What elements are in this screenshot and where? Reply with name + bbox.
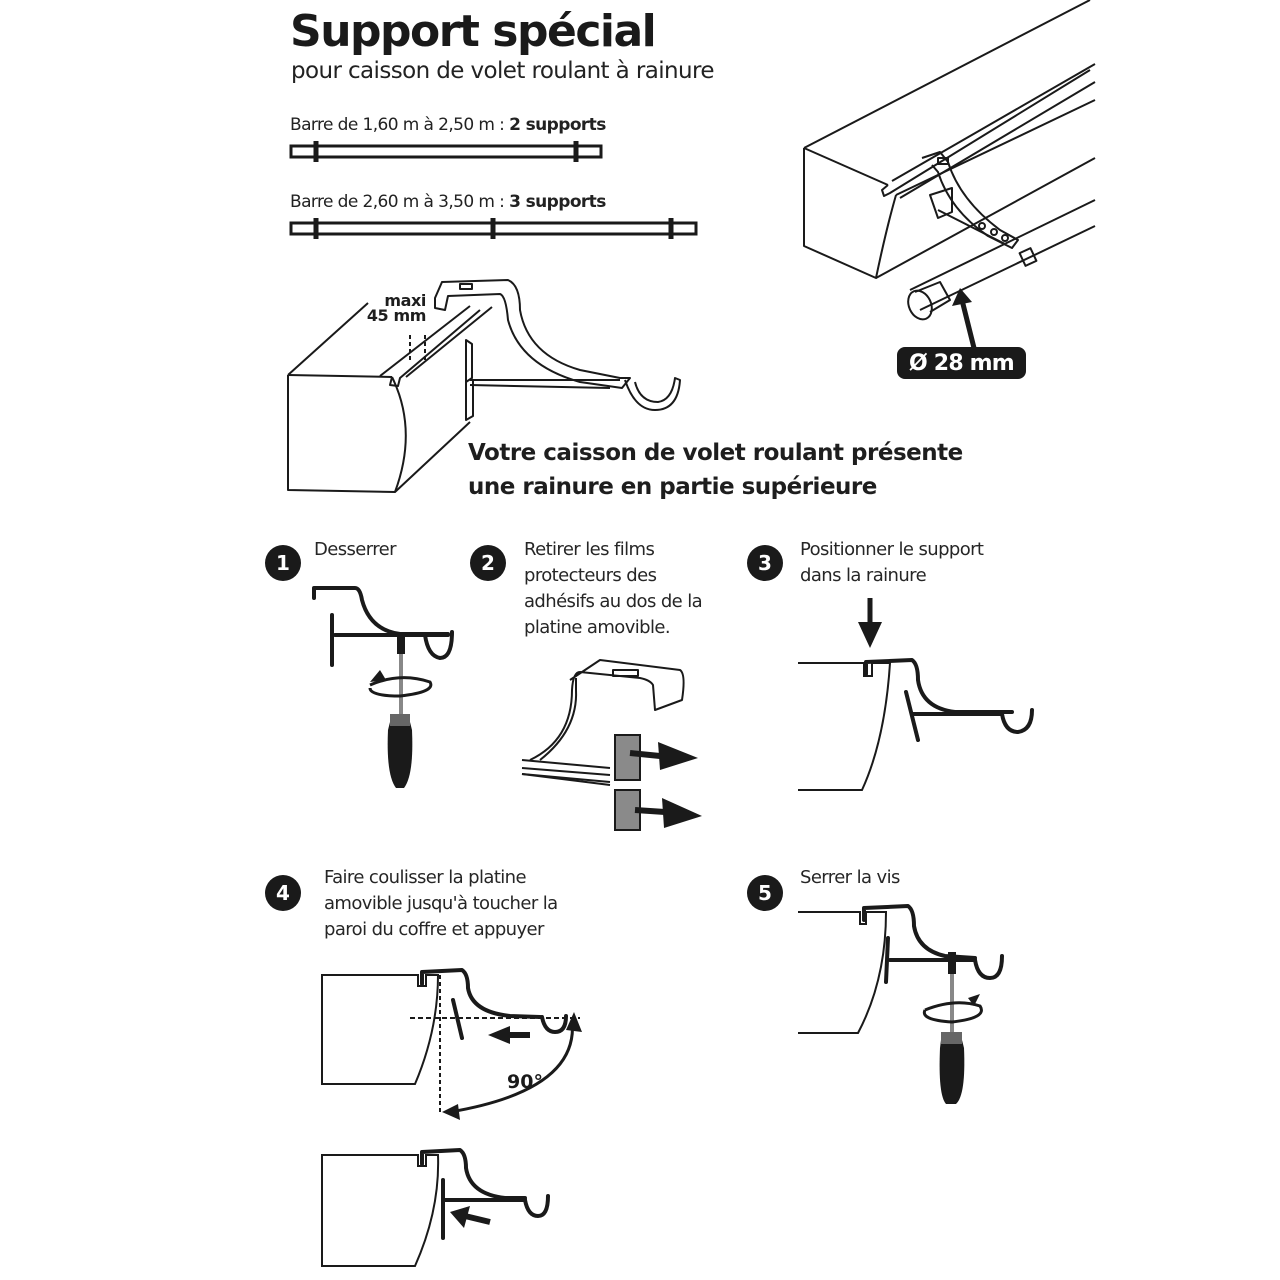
step-2-remove-film-icon [521, 659, 702, 831]
step-4-line-2: amovible jusqu'à toucher la [324, 893, 558, 914]
step-5-tighten-screwdriver-icon [798, 904, 1004, 1104]
step-4-text: Faire coulisser la platine amovible jusq… [324, 865, 558, 943]
step-1-badge: 1 [265, 545, 301, 581]
step-4-result-icon [321, 1148, 550, 1267]
step-2-text: Retirer les films protecteurs des adhési… [524, 537, 703, 641]
bar-rule-1-label: Barre de 1,60 m à 2,50 m : 2 supports [290, 115, 606, 135]
bar-rule-2-label: Barre de 2,60 m à 3,50 m : 3 supports [290, 192, 606, 212]
bar-rule-2-range: Barre de 2,60 m à 3,50 m : [290, 192, 510, 212]
step-1-line-1: Desserrer [314, 539, 397, 560]
bar-rule-2-supports: 3 supports [509, 192, 606, 212]
step-3-line-1: Positionner le support [800, 539, 984, 560]
step-4-badge: 4 [265, 875, 301, 911]
box-and-bracket-illustration [287, 279, 681, 493]
step-5: 5 [747, 875, 783, 911]
step-4-line-1: Faire coulisser la platine [324, 867, 527, 888]
groove-max-label: maxi 45 mm [360, 291, 427, 325]
step-3: 3 [747, 545, 783, 581]
page-subtitle: pour caisson de volet roulant à rainure [291, 58, 714, 84]
rod-diameter-badge: Ø 28 mm [897, 347, 1026, 379]
groove-max-word: maxi [384, 291, 426, 310]
groove-max-value: 45 mm [366, 306, 427, 325]
step-5-badge: 5 [747, 875, 783, 911]
step-2-badge: 2 [470, 545, 506, 581]
step-4: 4 [265, 875, 301, 911]
step-2: 2 [470, 545, 506, 581]
step-1: 1 [265, 545, 301, 581]
step-1-loosen-screwdriver-icon [312, 586, 454, 788]
step-4-line-3: paroi du coffre et appuyer [324, 919, 544, 940]
groove-notice-line-2: une rainure en partie supérieure [468, 474, 877, 500]
step-3-badge: 3 [747, 545, 783, 581]
page-title: Support spécial [290, 6, 657, 57]
step-2-line-3: adhésifs au dos de la [524, 591, 703, 612]
groove-notice-line-1: Votre caisson de volet roulant présente [468, 440, 963, 466]
step-3-line-2: dans la rainure [800, 565, 927, 586]
step-5-line-1: Serrer la vis [800, 867, 900, 888]
step-3-text: Positionner le support dans la rainure [800, 537, 984, 589]
angle-90-label: 90° [507, 1071, 543, 1093]
bar-rule-1-range: Barre de 1,60 m à 2,50 m : [290, 115, 510, 135]
shutter-box-installed-illustration [803, 0, 1096, 353]
step-2-line-2: protecteurs des [524, 565, 657, 586]
step-3-insert-groove-icon [798, 598, 1034, 791]
bar-2-supports-diagram [289, 141, 603, 162]
step-2-line-1: Retirer les films [524, 539, 655, 560]
step-5-text: Serrer la vis [800, 865, 900, 891]
bar-3-supports-diagram [289, 218, 698, 239]
step-4-slide-plate-icon: 90° [321, 968, 582, 1120]
step-2-line-4: platine amovible. [524, 617, 671, 638]
groove-notice: Votre caisson de volet roulant présente … [468, 436, 963, 504]
step-1-text: Desserrer [314, 537, 397, 563]
bar-rule-1-supports: 2 supports [509, 115, 606, 135]
